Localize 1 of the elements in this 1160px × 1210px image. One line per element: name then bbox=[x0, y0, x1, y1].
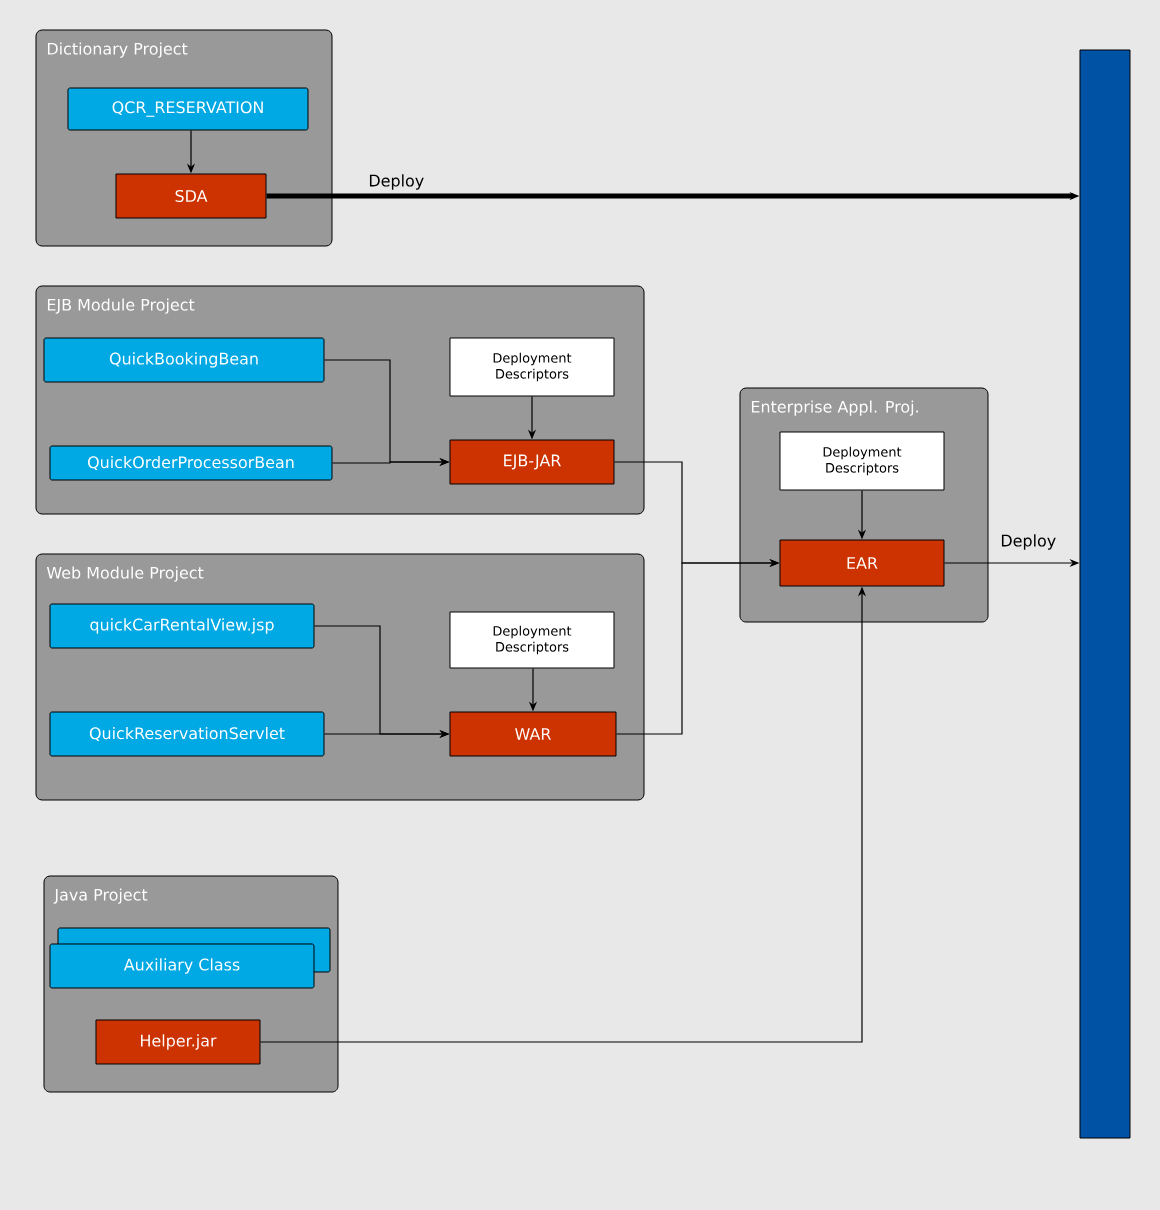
engine-bar bbox=[1079, 49, 1131, 1139]
